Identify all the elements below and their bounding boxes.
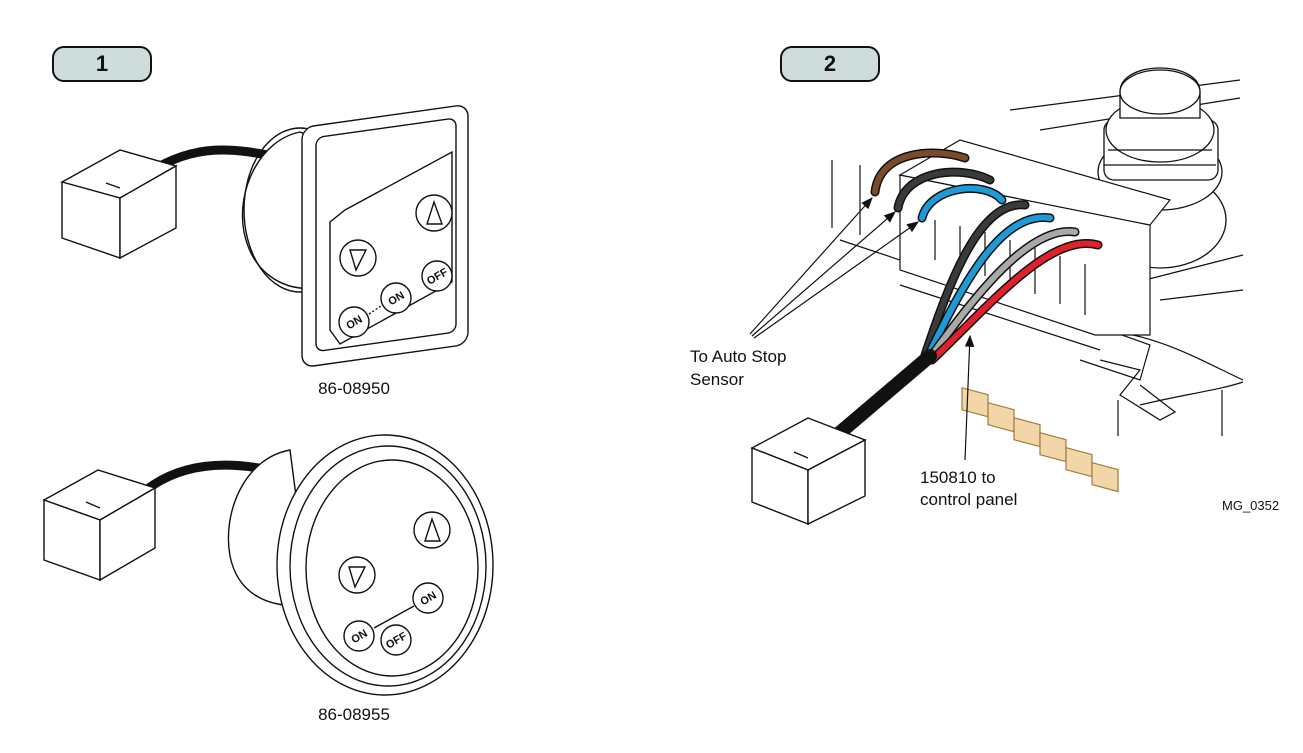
auto-stop-callout-line1: To Auto Stop [690,347,786,366]
panel-2-badge: 2 [780,46,880,82]
wire-bundle [829,148,1103,443]
leader-lines [749,197,975,461]
square-panel-body [241,131,319,290]
round-panel-plug [42,469,157,582]
panel-2-label: 2 [823,51,837,76]
main-cable [829,349,937,443]
round-control-panel [42,434,494,696]
auto-stop-callout-line2: Sensor [690,370,744,389]
panel-2-plug [750,417,867,526]
control-panel-callout-line1: 150810 to [920,468,996,487]
part-number-86-08950: 86-08950 [318,379,390,398]
figure-reference: MG_0352 [1222,498,1279,513]
part-number-86-08955: 86-08955 [318,705,390,724]
control-panel-callout-line2: control panel [920,490,1017,509]
square-control-panel [60,105,469,367]
panel-1-badge: 1 [52,46,152,82]
panel-1-label: 1 [95,51,109,76]
square-panel-plug [60,149,178,260]
